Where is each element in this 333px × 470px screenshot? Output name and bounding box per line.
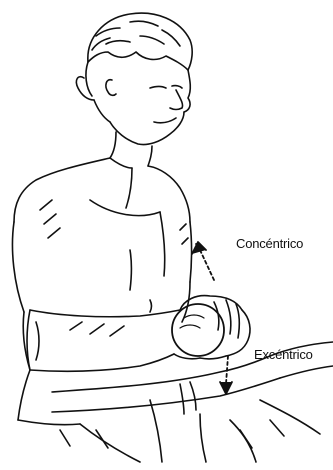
eye-right [172,86,182,88]
head [76,62,190,145]
concentric-arrow [192,242,214,280]
hand [174,296,250,359]
eye-left [150,87,166,89]
concentric-label: Concéntrico [236,236,303,251]
navel [150,300,152,312]
hair [88,13,192,70]
mouth [154,118,176,123]
eccentric-arrow [220,356,232,394]
forearm [27,310,180,371]
upper-arm [160,212,190,322]
eccentric-label: Excéntrico [254,347,313,362]
neck [110,132,152,168]
ball [172,304,224,356]
